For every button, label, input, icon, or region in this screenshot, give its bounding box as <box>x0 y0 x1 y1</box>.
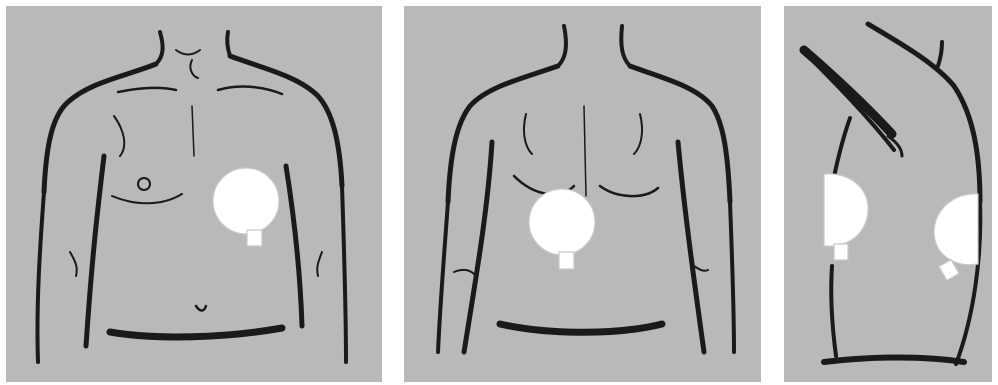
back-view-panel <box>404 6 761 382</box>
electrode-pad-disc <box>529 189 595 255</box>
back-torso-illustration <box>404 6 761 382</box>
front-view-panel <box>6 6 382 382</box>
panel-background <box>404 6 761 382</box>
electrode-pad-tab <box>559 252 574 269</box>
electrode-pad-tab <box>834 244 848 260</box>
front-torso-illustration <box>6 6 382 382</box>
electrode-pad-tab <box>247 230 262 246</box>
side-view-panel <box>784 6 992 382</box>
electrode-pad-disc <box>213 168 279 234</box>
side-torso-illustration <box>784 6 992 382</box>
panel-background <box>6 6 382 382</box>
